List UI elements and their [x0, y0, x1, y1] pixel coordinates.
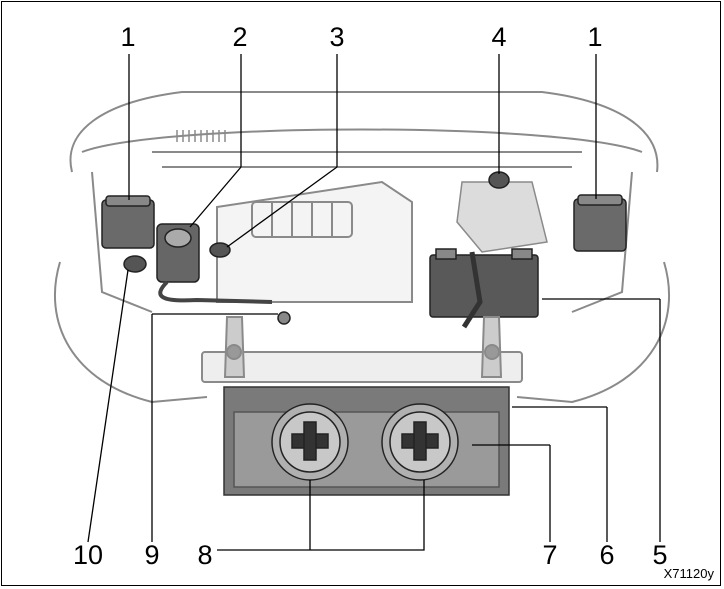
radiator: [224, 387, 509, 495]
engine-cover: [217, 182, 412, 302]
cooling-fan-left: [272, 404, 348, 480]
callout-5: 5: [652, 542, 667, 569]
oil-filler-cap: [210, 243, 230, 257]
brake-reservoir: [457, 172, 547, 252]
fuse-box-right: [574, 195, 626, 251]
callout-9: 9: [144, 542, 159, 569]
callout-8: 8: [197, 542, 212, 569]
callout-2: 2: [232, 24, 247, 51]
figure-code: X71120y: [664, 566, 714, 581]
callout-6: 6: [599, 542, 614, 569]
callout-3: 3: [329, 24, 344, 51]
fuse-box-left: [102, 196, 154, 248]
callout-10: 10: [73, 542, 103, 569]
callout-4: 4: [491, 24, 506, 51]
cooling-fan-right: [382, 404, 458, 480]
battery: [430, 249, 538, 327]
callout-7: 7: [542, 542, 557, 569]
washer-tank-cap: [124, 256, 146, 272]
leader-10: [88, 270, 128, 542]
callout-1-right: 1: [587, 24, 602, 51]
oil-dipstick: [278, 312, 290, 324]
radiator-support: [202, 317, 522, 382]
callout-1-left: 1: [120, 24, 135, 51]
